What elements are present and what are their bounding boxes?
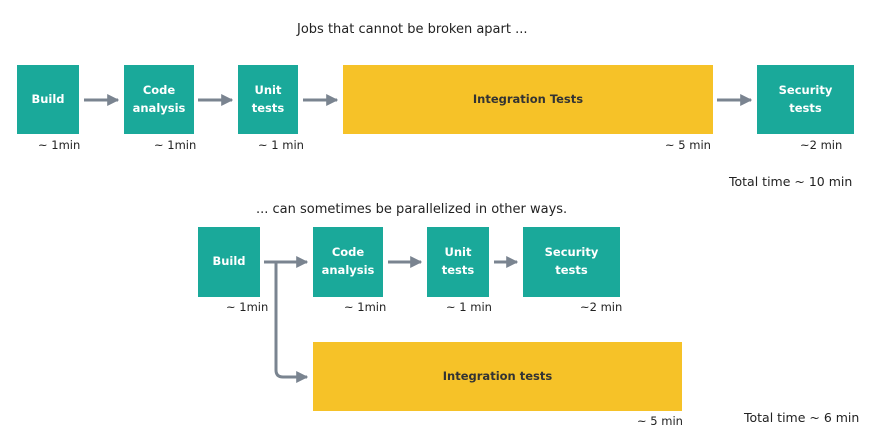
bottom-code-analysis-label-line2: analysis: [321, 263, 375, 277]
top-code-analysis-label-line2: analysis: [132, 100, 186, 115]
top-total-time: Total time ~ 10 min: [729, 174, 853, 189]
top-security-tests-label: Security tests: [778, 82, 833, 115]
bottom-caption: ... can sometimes be parallelized in oth…: [256, 202, 568, 217]
top-code-analysis-label-line1: Code: [142, 82, 176, 97]
bottom-build-box: Build: [198, 227, 260, 297]
top-build-time: ~ 1min: [38, 138, 81, 152]
top-unit-tests-box: Unit tests: [238, 65, 298, 134]
bottom-integration-tests-box: Integration tests: [313, 342, 682, 411]
top-caption: Jobs that cannot be broken apart ...: [297, 22, 528, 37]
top-security-tests-time: ~2 min: [800, 138, 843, 152]
top-code-analysis-time: ~ 1min: [154, 138, 197, 152]
bottom-integration-tests-label: Integration tests: [442, 368, 553, 383]
bottom-code-analysis-time: ~ 1min: [344, 300, 387, 314]
top-integration-tests-box: Integration Tests: [343, 65, 713, 134]
bottom-code-analysis-label-line1: Code: [331, 245, 365, 260]
bottom-security-tests-label: Security tests: [544, 245, 599, 277]
bottom-unit-tests-time: ~ 1 min: [446, 300, 492, 314]
bottom-build-label: Build: [212, 254, 246, 269]
bottom-unit-tests-label-line1: Unit: [444, 245, 472, 260]
bottom-security-tests-box: Security tests: [523, 227, 620, 297]
bottom-integration-tests-time: ~ 5 min: [637, 414, 683, 428]
top-code-analysis-box: Code analysis: [124, 65, 194, 134]
top-integration-tests-time: ~ 5 min: [665, 138, 711, 152]
bottom-security-tests-time: ~2 min: [580, 300, 623, 314]
bottom-build-time: ~ 1min: [226, 300, 269, 314]
arrow-bottom-build-to-integration: [274, 262, 309, 383]
top-build-box: Build: [17, 65, 79, 134]
top-integration-tests-label: Integration Tests: [472, 91, 584, 106]
bottom-total-time: Total time ~ 6 min: [744, 410, 860, 425]
top-unit-tests-label-line1: Unit: [254, 82, 282, 97]
top-security-tests-box: Security tests: [757, 65, 854, 134]
bottom-unit-tests-label-line2: tests: [441, 263, 475, 277]
top-unit-tests-time: ~ 1 min: [258, 138, 304, 152]
bottom-unit-tests-box: Unit tests: [427, 227, 489, 297]
top-unit-tests-label-line2: tests: [251, 100, 285, 115]
top-build-label: Build: [31, 91, 65, 106]
bottom-code-analysis-box: Code analysis: [313, 227, 383, 297]
